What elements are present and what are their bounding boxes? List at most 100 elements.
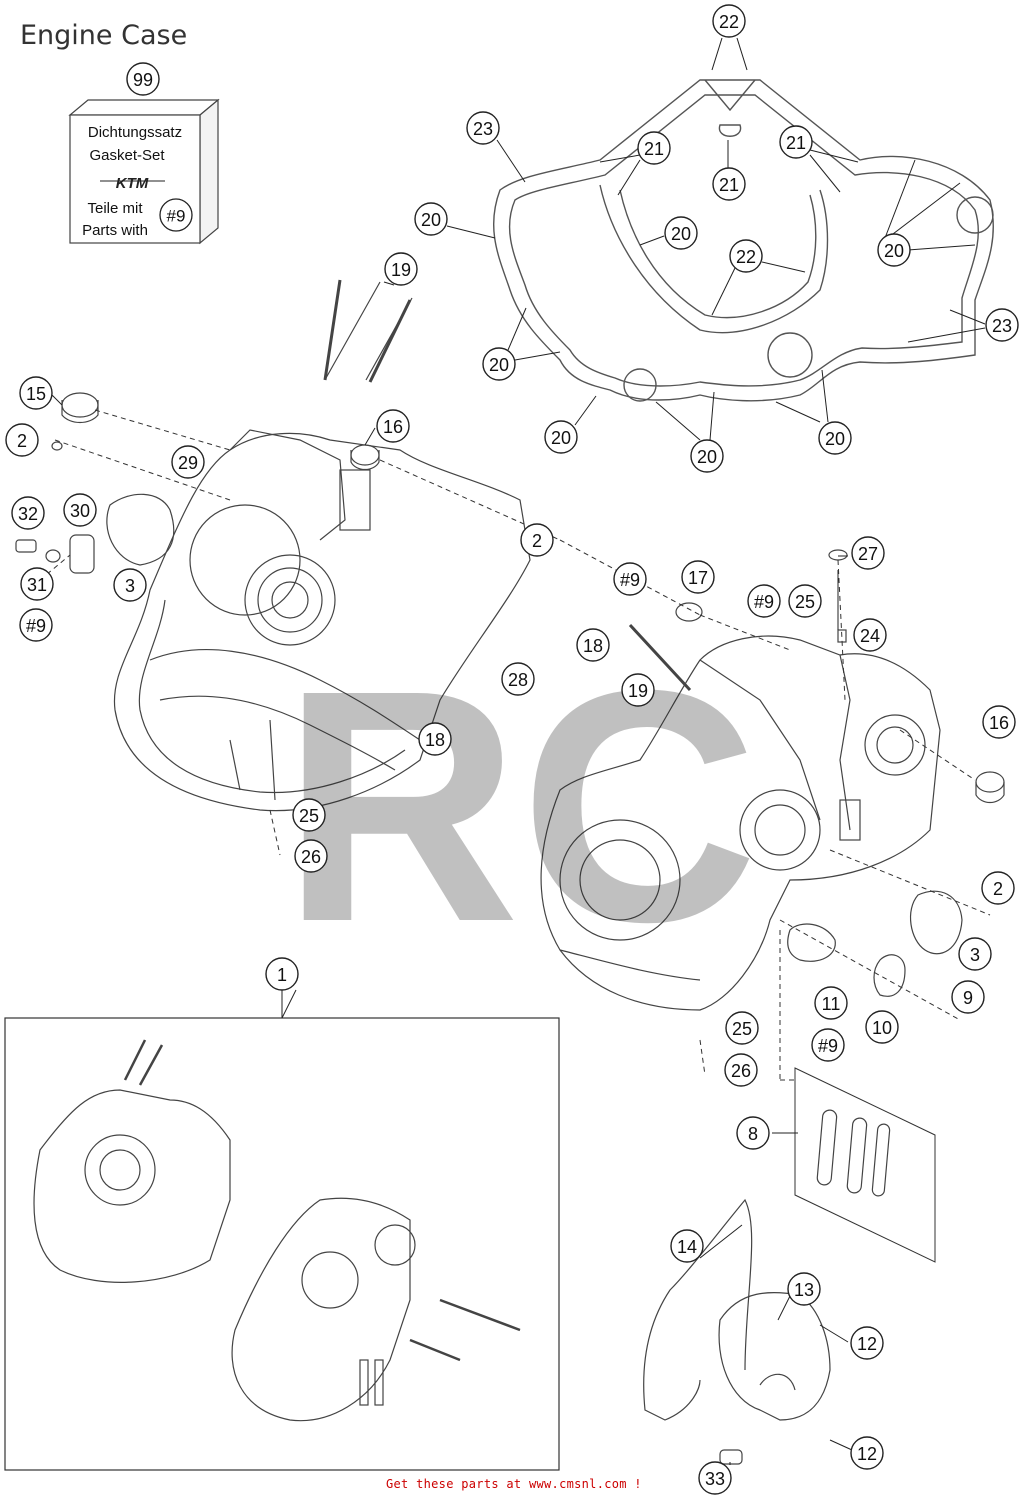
callout-circle: [747, 584, 781, 618]
callout-label: 21: [719, 175, 739, 195]
gasket-box-line4: Parts with: [82, 222, 148, 239]
callout-circle: [712, 4, 746, 38]
callout-label: 12: [857, 1334, 877, 1354]
callout-circle: [818, 421, 852, 455]
callout-label: 10: [872, 1018, 892, 1038]
gasket-box-line3: Teile mit: [87, 200, 143, 217]
callout-3b: 3: [958, 937, 992, 971]
callout-label: 31: [27, 575, 47, 595]
callout-2a: 2: [5, 423, 39, 457]
callout-label: 15: [26, 384, 46, 404]
callout-20a: 20: [414, 202, 448, 236]
callout-18b: 18: [418, 722, 452, 756]
callout-circle: [501, 662, 535, 696]
callout-2b: 2: [520, 523, 554, 557]
outer-gasket: [493, 79, 994, 402]
callout-circle: [850, 1326, 884, 1360]
callout-circle: [670, 1229, 704, 1263]
callout-circle: [576, 628, 610, 662]
callout-circle: [482, 347, 516, 381]
callout-circle: [851, 536, 885, 570]
callout-26a: 26: [294, 839, 328, 873]
callout-21a: 21: [637, 131, 671, 165]
callout-3a: 3: [113, 568, 147, 602]
callout-label: 20: [489, 355, 509, 375]
callout-circle: [126, 62, 160, 96]
callout-9a: #9: [19, 608, 53, 642]
callout-25c: 25: [725, 1011, 759, 1045]
callout-label: 20: [884, 241, 904, 261]
callout-8: 8: [736, 1116, 770, 1150]
callout-12b: 12: [850, 1436, 884, 1470]
callout-label: 2: [993, 879, 1003, 899]
callout-circle: [958, 937, 992, 971]
callout-label: 2: [532, 531, 542, 551]
callout-circle: [698, 1461, 732, 1495]
callout-label: 20: [697, 447, 717, 467]
callout-label: 18: [583, 636, 603, 656]
callout-19b: 19: [621, 673, 655, 707]
callout-circle: [681, 560, 715, 594]
callout-circle: [779, 125, 813, 159]
callout-label: 19: [391, 260, 411, 280]
callout-24: 24: [853, 618, 887, 652]
callout-21c: 21: [712, 167, 746, 201]
callout-19a: 19: [384, 252, 418, 286]
callout-label: 20: [671, 224, 691, 244]
callout-label: 32: [18, 504, 38, 524]
callout-circle: [811, 1028, 845, 1062]
callout-99: 99: [126, 62, 160, 96]
callout-20g: 20: [818, 421, 852, 455]
callout-circle: [20, 567, 54, 601]
callout-label: 22: [719, 12, 739, 32]
callout-9: 9: [951, 980, 985, 1014]
callout-circle: [712, 167, 746, 201]
callout-circle: [981, 871, 1015, 905]
right-crankcase: [540, 635, 941, 1011]
callout-circle: [982, 705, 1016, 739]
callout-20d: 20: [482, 347, 516, 381]
callout-circle: [787, 1272, 821, 1306]
callout-label: 1: [277, 965, 287, 985]
callout-label: 26: [301, 847, 321, 867]
callout-circle: [985, 308, 1019, 342]
callout-circle: [5, 423, 39, 457]
leader-lines: [51, 37, 986, 1465]
callout-21b: 21: [779, 125, 813, 159]
callout-label: 23: [473, 119, 493, 139]
callout-circle: [724, 1053, 758, 1087]
callout-9d: #9: [811, 1028, 845, 1062]
callout-label: 21: [644, 139, 664, 159]
callout-circle: [814, 986, 848, 1020]
gasket-set-box: Dichtungssatz Gasket-Set KTM Teile mit P…: [68, 98, 220, 245]
callout-25a: 25: [788, 584, 822, 618]
callout-circle: [853, 618, 887, 652]
gasket-box-line1: Dichtungssatz: [88, 124, 182, 141]
callout-circle: [171, 445, 205, 479]
callout-10: 10: [865, 1010, 899, 1044]
oil-filter-box: [794, 1067, 936, 1263]
callout-label: 11: [822, 994, 841, 1014]
callout-label: 30: [70, 501, 90, 521]
gasket-box-line2: Gasket-Set: [89, 147, 165, 164]
footer-link[interactable]: Get these parts at www.cmsnl.com !: [386, 1477, 642, 1491]
callout-circle: [544, 420, 578, 454]
callout-17: 17: [681, 560, 715, 594]
callout-circle: [19, 608, 53, 642]
callout-circle: [729, 239, 763, 273]
callout-28: 28: [501, 662, 535, 696]
callout-circle: [292, 798, 326, 832]
callout-label: 19: [628, 681, 648, 701]
callout-circle: [19, 376, 53, 410]
callout-label: #9: [26, 616, 46, 636]
callout-23a: 23: [466, 111, 500, 145]
callout-16b: 16: [982, 705, 1016, 739]
callout-label: 25: [299, 806, 319, 826]
gasket-box-ref: #9: [167, 207, 186, 226]
callout-circle: [621, 673, 655, 707]
callout-circle: [520, 523, 554, 557]
callout-label: 28: [508, 670, 528, 690]
callout-circle: [63, 493, 97, 527]
callout-20c: 20: [877, 233, 911, 267]
